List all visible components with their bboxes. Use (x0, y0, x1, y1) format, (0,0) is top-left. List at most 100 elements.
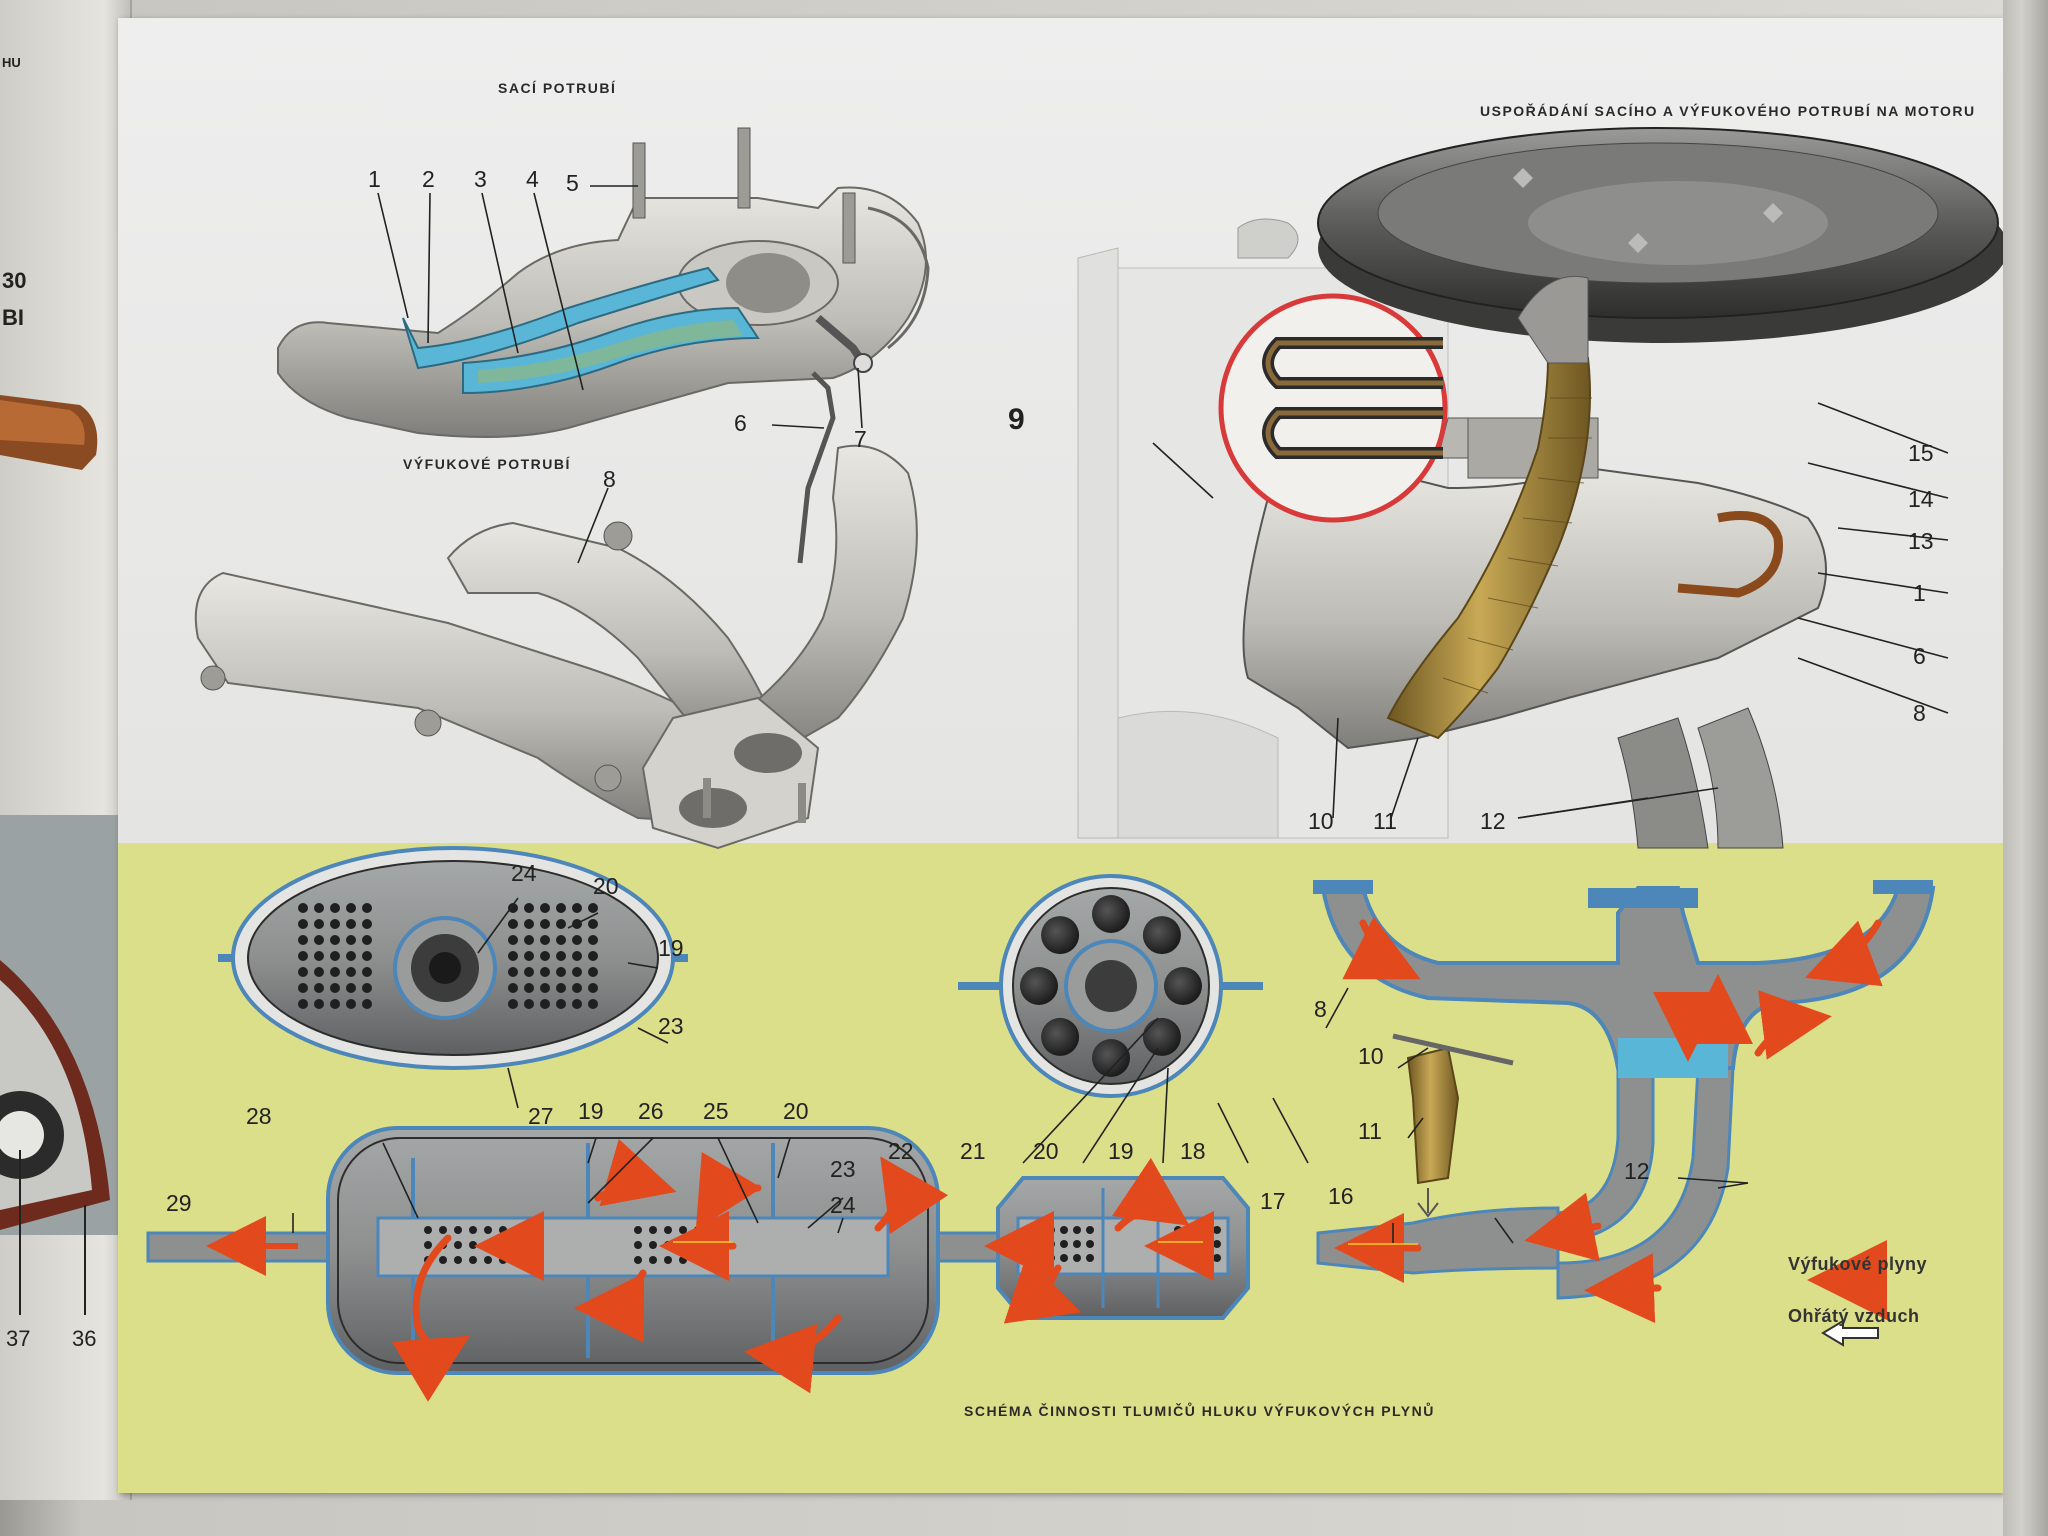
round-muffler-section (958, 874, 1263, 1098)
pipe-callout-16: 16 (1328, 1183, 1354, 1209)
perforation-hole (314, 903, 324, 913)
round-callout-21: 21 (960, 1138, 986, 1164)
perforation-hole (454, 1241, 462, 1249)
perforation-hole (362, 919, 372, 929)
perforation-hole (298, 951, 308, 961)
perforation-hole (572, 903, 582, 913)
perforation-hole (634, 1241, 642, 1249)
perforation-hole (524, 999, 534, 1009)
legend-warm-air-arrow-icon (1821, 1319, 1879, 1347)
perforation-hole (540, 951, 550, 961)
perforation-hole (346, 935, 356, 945)
callout-4: 4 (526, 166, 539, 192)
perforation-hole (556, 967, 566, 977)
perforation-hole (556, 903, 566, 913)
caption-arrangement: USPOŘÁDÁNÍ SACÍHO A VÝFUKOVÉHO POTRUBÍ N… (1480, 103, 1976, 119)
perforation-hole (362, 951, 372, 961)
muffler-callout-26: 26 (638, 1098, 664, 1124)
perforation-hole (1213, 1240, 1221, 1248)
engine-callout-6: 6 (1913, 643, 1926, 669)
left-fragment-hu: HU (2, 55, 21, 70)
perforation-hole (1060, 1254, 1068, 1262)
perforation-hole (298, 919, 308, 929)
perforation-hole (298, 967, 308, 977)
perforation-hole (556, 919, 566, 929)
perforation-hole (1142, 1017, 1181, 1056)
perforation-hole (572, 935, 582, 945)
perforation-hole (1047, 1254, 1055, 1262)
round-callout-22: 22 (888, 1138, 914, 1164)
callout-6: 6 (734, 410, 747, 436)
oval-callout-23: 23 (658, 1013, 684, 1039)
perforation-hole (1174, 1226, 1182, 1234)
intake-manifold-drawing (277, 127, 930, 564)
perforation-hole (508, 935, 518, 945)
engine-callout-13: 13 (1908, 528, 1934, 554)
muffler-callout-29: 29 (166, 1190, 192, 1216)
perforation-hole (1034, 1254, 1042, 1262)
pipe-callout-8: 8 (1314, 996, 1327, 1022)
perforation-hole (694, 1226, 702, 1234)
perforation-hole (572, 967, 582, 977)
perforation-hole (556, 999, 566, 1009)
oval-muffler-section (218, 846, 688, 1070)
engine-callout-8: 8 (1913, 700, 1926, 726)
perforation-hole (540, 903, 550, 913)
engine-assembly-drawing (1077, 127, 2003, 849)
callout-3: 3 (474, 166, 487, 192)
perforation-hole (1086, 1240, 1094, 1248)
perforation-hole (298, 903, 308, 913)
callout-7: 7 (854, 426, 867, 452)
perforation-hole (514, 1256, 522, 1264)
perforation-hole (298, 999, 308, 1009)
perforation-hole (1060, 1240, 1068, 1248)
perforation-hole (424, 1241, 432, 1249)
perforation-hole (634, 1226, 642, 1234)
legend-warm-air: Ohřátý vzduch (1788, 1306, 1920, 1326)
callout-2: 2 (422, 166, 435, 192)
perforation-hole (362, 983, 372, 993)
perforation-hole (1041, 1017, 1080, 1056)
arrow-glow (673, 1241, 1418, 1245)
perforation-hole (1142, 916, 1181, 955)
perforation-hole (1200, 1226, 1208, 1234)
muffler-callout-23: 23 (830, 1156, 856, 1182)
perforation-hole (1200, 1254, 1208, 1262)
left-callout-37: 37 (6, 1326, 31, 1351)
perforation-hole (499, 1226, 507, 1234)
perforation-hole (679, 1226, 687, 1234)
perforation-hole (1092, 895, 1130, 933)
round-callout-19: 19 (1108, 1138, 1134, 1164)
perforation-hole (314, 935, 324, 945)
perforation-hole (362, 999, 372, 1009)
perforation-hole (298, 935, 308, 945)
perforation-hole (514, 1226, 522, 1234)
perforation-hole (1213, 1254, 1221, 1262)
perforation-hole (314, 919, 324, 929)
left-fragment-30: 30 (2, 268, 27, 293)
perforation-hole (439, 1256, 447, 1264)
perforation-hole (346, 903, 356, 913)
left-page-edge: HU 30 BI 37 36 (0, 0, 132, 1500)
perforation-hole (314, 999, 324, 1009)
perforation-hole (508, 919, 518, 929)
perforation-hole (330, 935, 340, 945)
perforation-hole (556, 983, 566, 993)
perforation-hole (508, 967, 518, 977)
perforation-hole (588, 903, 598, 913)
perforation-hole (330, 919, 340, 929)
caption-exhaust: VÝFUKOVÉ POTRUBÍ (403, 456, 571, 472)
perforation-hole (330, 951, 340, 961)
perforation-hole (694, 1256, 702, 1264)
perforation-hole (1187, 1226, 1195, 1234)
muffler-callout-28: 28 (246, 1103, 272, 1129)
perforation-hole (524, 967, 534, 977)
exhaust-pipe-schematic (1313, 880, 1936, 1300)
perforation-hole (524, 983, 534, 993)
perforation-hole (469, 1226, 477, 1234)
caption-schema: SCHÉMA ČINNOSTI TLUMIČŮ HLUKU VÝFUKOVÝCH… (964, 1403, 1435, 1419)
book-edge-right (2003, 0, 2048, 1536)
oval-callout-27: 27 (528, 1103, 554, 1129)
perforation-hole (588, 935, 598, 945)
perforation-hole (330, 967, 340, 977)
